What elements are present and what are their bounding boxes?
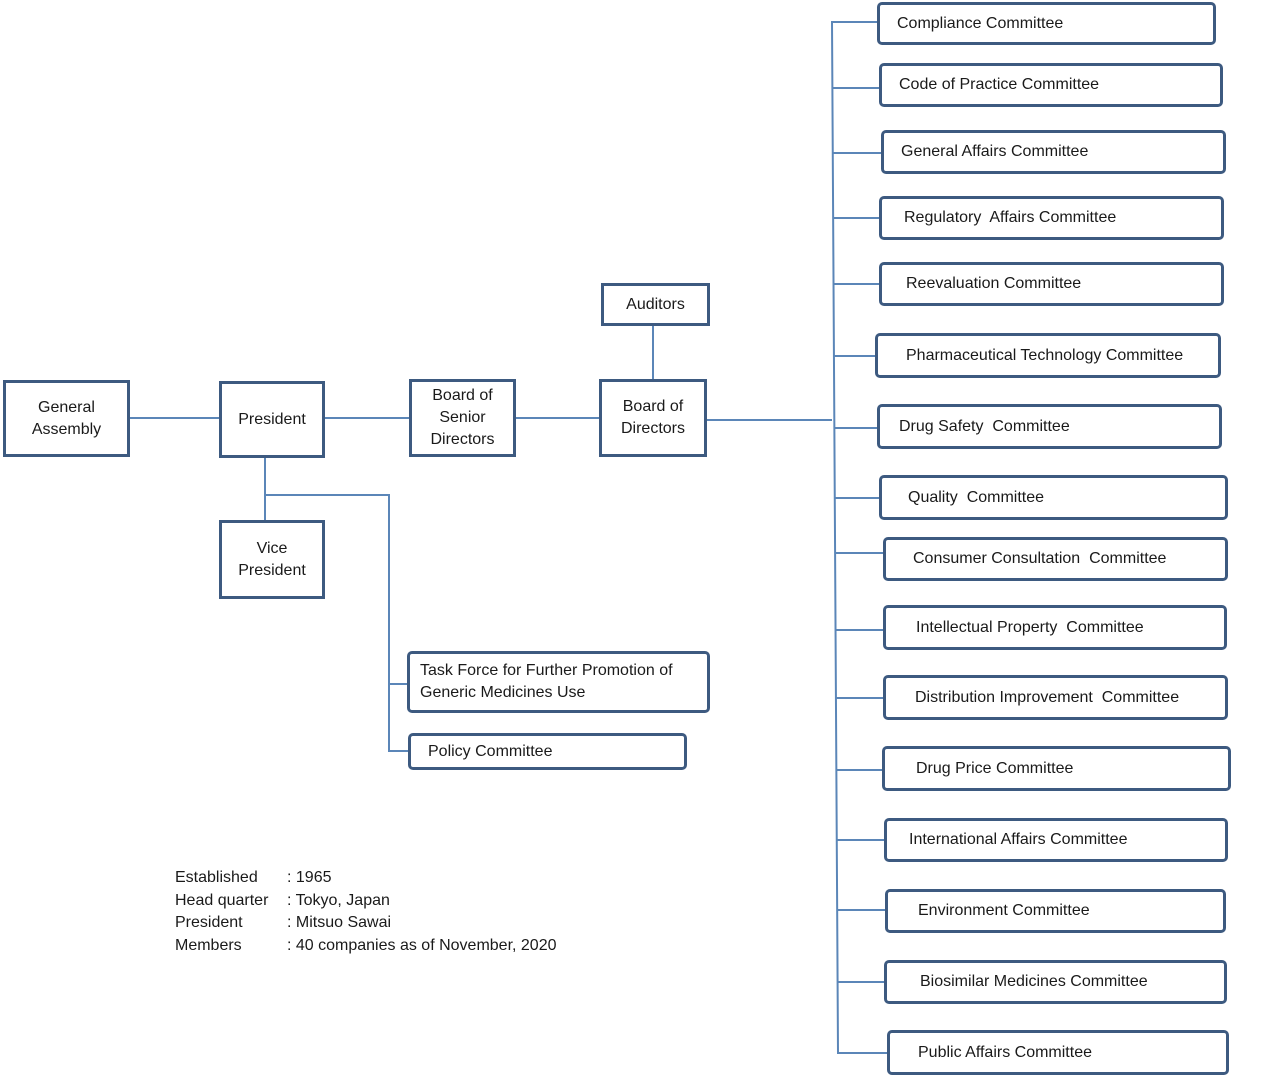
auditors-label: Auditors [626, 295, 685, 313]
info-value-president: : Mitsuo Sawai [287, 914, 392, 931]
info-value-established: : 1965 [287, 869, 332, 886]
info-row-members: Members : 40 companies as of November, 2… [175, 935, 557, 958]
committee-box-public-affairs: Public Affairs Committee [887, 1030, 1229, 1075]
president-label: President [238, 410, 306, 428]
board-of-directors-box: Board of Directors [599, 379, 707, 457]
policy-committee-box: Policy Committee [408, 733, 687, 770]
committee-label: Regulatory Affairs Committee [904, 209, 1117, 226]
committee-box-consumer-consultation: Consumer Consultation Committee [883, 537, 1228, 581]
general-assembly-label: General Assembly [31, 398, 102, 438]
committee-label: Distribution Improvement Committee [915, 688, 1180, 706]
info-row-established: Established : 1965 [175, 867, 557, 890]
committee-box-drug-safety: Drug Safety Committee [877, 404, 1222, 449]
committee-label: Drug Price Committee [916, 759, 1074, 777]
committee-box-quality: Quality Committee [879, 475, 1228, 520]
policy-committee-label: Policy Committee [428, 742, 553, 760]
committee-box-regulatory-affairs: Regulatory Affairs Committee [879, 196, 1224, 240]
board-of-directors-label: Board of Directors [620, 398, 685, 437]
vice-president-label: Vice President [238, 539, 306, 579]
info-label-president: President [175, 914, 243, 931]
committee-label: Quality Committee [908, 488, 1045, 506]
committee-label: Environment Committee [918, 902, 1090, 919]
auditors-box: Auditors [601, 283, 710, 326]
info-value-headquarter: : Tokyo, Japan [287, 891, 390, 909]
board-of-senior-directors-label: Board of Senior Directors [430, 387, 495, 448]
committee-label: Compliance Committee [897, 14, 1064, 32]
committee-box-biosimilar-medicines: Biosimilar Medicines Committee [884, 960, 1227, 1004]
committee-box-intellectual-property: Intellectual Property Committee [883, 605, 1227, 650]
committee-label: Reevaluation Committee [906, 275, 1082, 292]
committee-box-reevaluation: Reevaluation Committee [879, 262, 1224, 306]
committee-box-international-affairs: International Affairs Committee [884, 818, 1228, 862]
info-value-members: : 40 companies as of November, 2020 [287, 936, 557, 954]
general-assembly-box: General Assembly [3, 380, 130, 457]
committee-label: Code of Practice Committee [899, 76, 1100, 93]
info-label-members: Members [175, 936, 242, 954]
committee-box-environment: Environment Committee [885, 889, 1226, 933]
task-force-box: Task Force for Further Promotion of Gene… [407, 651, 710, 713]
vice-president-box: Vice President [219, 520, 325, 599]
board-of-senior-directors-box: Board of Senior Directors [409, 379, 516, 457]
committee-label: International Affairs Committee [909, 831, 1128, 848]
committee-box-compliance: Compliance Committee [877, 2, 1216, 45]
info-row-president: President : Mitsuo Sawai [175, 912, 557, 935]
info-label-established: Established [175, 869, 258, 886]
committee-box-distribution-improvement: Distribution Improvement Committee [883, 675, 1228, 720]
committee-box-drug-price: Drug Price Committee [882, 746, 1231, 791]
committee-label: Drug Safety Committee [899, 417, 1070, 435]
committee-box-general-affairs: General Affairs Committee [881, 130, 1226, 174]
info-row-headquarter: Head quarter : Tokyo, Japan [175, 890, 557, 913]
committee-box-code-of-practice: Code of Practice Committee [879, 63, 1223, 107]
committee-label: Public Affairs Committee [918, 1043, 1092, 1061]
president-box: President [219, 381, 325, 458]
committee-label: General Affairs Committee [901, 143, 1089, 160]
committee-label: Pharmaceutical Technology Committee [906, 346, 1184, 364]
task-force-label: Task Force for Further Promotion of Gene… [420, 662, 673, 701]
committee-label: Intellectual Property Committee [916, 618, 1144, 636]
committee-label: Biosimilar Medicines Committee [920, 973, 1148, 990]
info-label-headquarter: Head quarter [175, 891, 269, 909]
organization-info: Established : 1965 Head quarter : Tokyo,… [175, 867, 557, 957]
committee-box-pharmaceutical-technology: Pharmaceutical Technology Committee [875, 333, 1221, 378]
committee-label: Consumer Consultation Committee [913, 550, 1167, 567]
